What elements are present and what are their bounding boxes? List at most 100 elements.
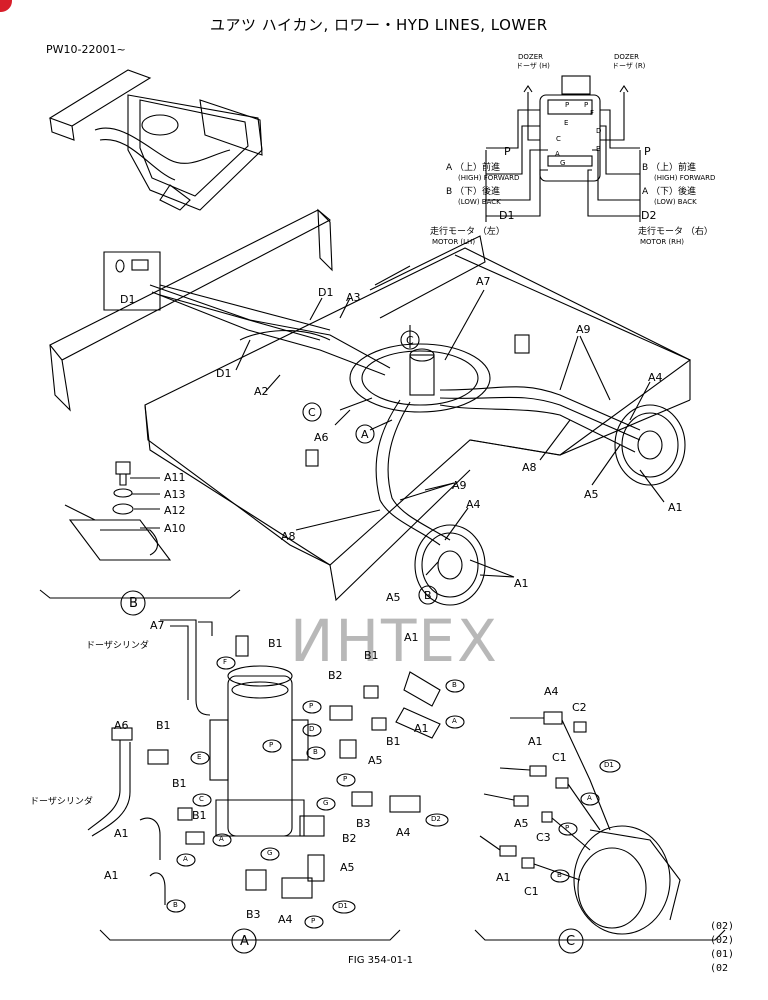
detail-b-label: B: [129, 596, 138, 611]
callout-c-top: C: [406, 334, 414, 347]
callout-a3: A3: [346, 291, 361, 304]
detail-c-drawing: [474, 711, 726, 941]
revision-code-1: (02): [710, 921, 735, 932]
serial-range: PW10-22001~: [46, 43, 126, 56]
callout-a5-d1: A5: [368, 754, 383, 767]
port-tag-d1: D1: [338, 902, 348, 910]
callout-a5-right: A5: [584, 488, 599, 501]
callout-a5-c: A5: [514, 817, 529, 830]
callout-a1-d2: A1: [414, 722, 429, 735]
callout-a1-d3: A1: [114, 827, 129, 840]
dozer-cylinder-label-1: ドーザシリンダ: [86, 641, 149, 651]
callout-c3: C3: [536, 831, 551, 844]
port-tag-p-c: P: [565, 824, 570, 832]
b-left-label: B （下）後進: [446, 187, 501, 197]
callout-b1-4: B1: [156, 719, 171, 732]
motor-rh-sub: MOTOR (RH): [640, 238, 685, 246]
b-right-label: B （上）前進: [642, 163, 697, 173]
port-tag-d1-c: D1: [604, 761, 614, 769]
port-tag-a3: A: [452, 717, 457, 725]
jc-port-e: E: [564, 119, 569, 127]
d2-schematic-label: D2: [641, 209, 657, 222]
detail-a-drawing: [87, 619, 441, 941]
callout-a5-d2: A5: [340, 861, 355, 874]
port-tag-p3: P: [343, 775, 348, 783]
port-tag-d: D: [309, 725, 315, 733]
callout-b1-1: B1: [268, 637, 283, 650]
jc-port-b: B: [596, 145, 601, 153]
port-tag-g1: G: [323, 799, 329, 807]
port-tag-f: F: [223, 658, 228, 666]
detail-c-label: C: [566, 934, 576, 949]
callout-a6-detail: A6: [114, 719, 129, 732]
callout-a10: A10: [164, 522, 186, 535]
callout-b2-2: B2: [342, 832, 357, 845]
b-left-sub: (LOW) BACK: [458, 198, 501, 206]
callout-a4-c: A4: [544, 685, 559, 698]
callout-a13: A13: [164, 488, 186, 501]
callout-a1-mid: A1: [514, 577, 529, 590]
callout-a6: A6: [314, 431, 329, 444]
port-tag-b3: B: [452, 681, 457, 689]
jc-port-p2: P: [584, 101, 589, 109]
motor-lh-label: 走行モータ （左）: [430, 227, 505, 237]
port-tag-a1: A: [219, 835, 224, 843]
callout-b3-2: B3: [246, 908, 261, 921]
figure-number: FIG 354-01-1: [348, 955, 414, 966]
callout-a9-mid: A9: [452, 479, 467, 492]
port-tag-d2: D2: [431, 815, 441, 823]
callout-b1-5: B1: [172, 777, 187, 790]
port-tag-b1: B: [313, 748, 318, 756]
p-left-label: P: [504, 145, 511, 158]
callout-a8-right: A8: [522, 461, 537, 474]
b-right-sub: (HIGH) FORWARD: [654, 174, 716, 182]
callout-b-mid: B: [424, 589, 432, 602]
callout-b3-1: B3: [356, 817, 371, 830]
callout-c1-bot: C1: [524, 885, 539, 898]
callout-a4-mid: A4: [466, 498, 481, 511]
callout-a4-d1: A4: [396, 826, 411, 839]
jc-port-a: A: [555, 150, 560, 158]
detail-b-drawing: [39, 461, 241, 599]
callout-ovals: [120, 330, 621, 954]
callout-a1-c-bot: A1: [496, 871, 511, 884]
callout-d1-b: D1: [216, 367, 232, 380]
callout-b1-3: B1: [386, 735, 401, 748]
jc-port-d: D: [596, 127, 602, 135]
jc-port-p1: P: [565, 101, 570, 109]
port-tag-g2: G: [267, 849, 273, 857]
callout-a7-detail: A7: [150, 619, 165, 632]
revision-code-3: (01): [710, 949, 735, 960]
motor-rh-label: 走行モータ （右）: [638, 227, 713, 237]
callout-b1-6: B1: [192, 809, 207, 822]
machine-thumbnail: [48, 69, 263, 211]
callout-d1-a: D1: [318, 286, 334, 299]
port-tag-a2: A: [183, 855, 188, 863]
port-tag-p4: P: [311, 917, 316, 925]
callout-a1-right: A1: [668, 501, 683, 514]
watermark: ИНТЕХ: [290, 607, 499, 675]
p-right-label: P: [644, 145, 651, 158]
callout-a1-d4: A1: [104, 869, 119, 882]
dozer-h-jp-label: ドーザ (H): [516, 62, 550, 70]
port-tag-e: E: [197, 753, 202, 761]
callout-a-mid: A: [361, 428, 369, 441]
callout-a9-top: A9: [576, 323, 591, 336]
jc-port-g: G: [560, 159, 566, 167]
dozer-r-jp-label: ドーザ (R): [612, 62, 646, 70]
port-tag-b2: B: [173, 901, 178, 909]
a-left-label: A （上）前進: [446, 163, 501, 173]
a-right-label: A （下）後進: [642, 187, 697, 197]
callout-b1-2: B1: [364, 649, 379, 662]
dozer-cylinder-label-2: ドーザシリンダ: [30, 797, 93, 807]
callout-a4-right: A4: [648, 371, 663, 384]
page-title: ユアツ ハイカン, ロワー・HYD LINES, LOWER: [210, 16, 548, 34]
d1-schematic-label: D1: [499, 209, 515, 222]
port-tag-b-c: B: [557, 871, 562, 879]
callout-c2: C2: [572, 701, 587, 714]
callout-a5-mid: A5: [386, 591, 401, 604]
callout-a8-left: A8: [281, 530, 296, 543]
callout-a11: A11: [164, 471, 186, 484]
